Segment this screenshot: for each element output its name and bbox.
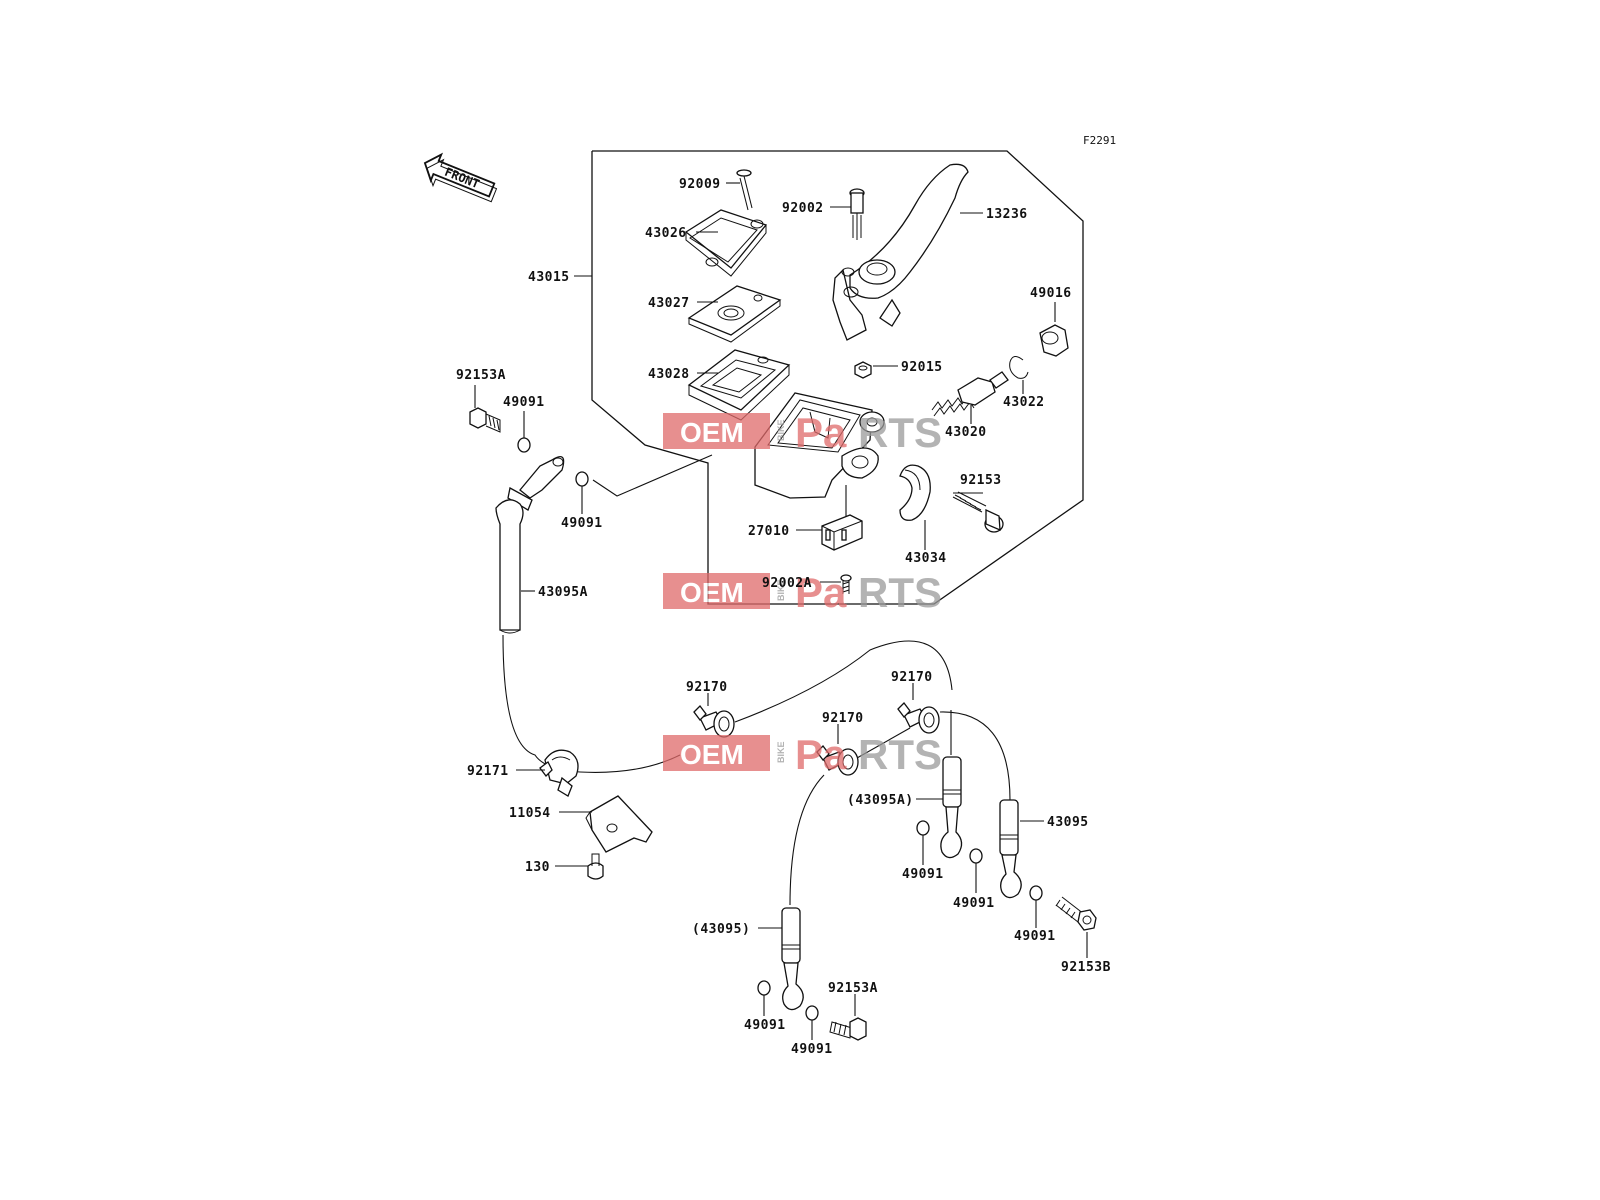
- svg-text:RTS: RTS: [858, 731, 942, 778]
- front-label: FRONT: [443, 165, 482, 192]
- label-92171: 92171: [467, 764, 509, 779]
- figure-code: F2291: [1083, 134, 1116, 147]
- hose-43095-icon: [999, 799, 1022, 899]
- boot-49016-icon: [1039, 324, 1069, 357]
- svg-text:Pa: Pa: [795, 569, 847, 616]
- label-13236: 13236: [986, 207, 1028, 222]
- washer-49091-e-icon: [1029, 885, 1043, 901]
- label-92153A-top: 92153A: [456, 368, 506, 383]
- svg-text:Pa: Pa: [795, 409, 847, 456]
- bracket-11054-icon: [585, 795, 653, 853]
- bolt-130-icon: [587, 853, 604, 880]
- assembly-outline: [591, 150, 1084, 605]
- label-92153: 92153: [960, 473, 1002, 488]
- diaphragm-43028-icon: [687, 349, 791, 421]
- label-130: 130: [525, 860, 550, 875]
- leader-lines: [474, 182, 1088, 1040]
- piston-spring-43020-icon: [931, 371, 1009, 417]
- label-49091-e: 49091: [1014, 929, 1056, 944]
- washer-49091-b-icon: [575, 471, 589, 487]
- label-43026: 43026: [645, 226, 687, 241]
- bolt-92153-icon: [952, 491, 1004, 533]
- label-43095A: 43095A: [538, 585, 588, 600]
- joint-92171-icon: [539, 749, 579, 797]
- label-92170-c: 92170: [822, 711, 864, 726]
- svg-text:RTS: RTS: [858, 409, 942, 456]
- label-92002A: 92002A: [762, 576, 812, 591]
- watermark-1: OEM BIKE Pa RTS: [663, 409, 942, 456]
- label-49091-g: 49091: [791, 1042, 833, 1057]
- label-92015: 92015: [901, 360, 943, 375]
- label-49091-b: 49091: [561, 516, 603, 531]
- svg-text:BIKE: BIKE: [776, 419, 786, 441]
- pivot-bolt-92002-icon: [849, 188, 865, 240]
- watermark-3: OEM BIKE Pa RTS: [663, 731, 942, 778]
- reservoir-cap-43026-icon: [684, 209, 768, 277]
- label-27010: 27010: [748, 524, 790, 539]
- label-43095A-ref: (43095A): [847, 793, 914, 808]
- leader-hose-to-cylinder: [592, 454, 713, 497]
- plate-43027-icon: [687, 285, 782, 343]
- label-43022: 43022: [1003, 395, 1045, 410]
- washer-49091-a-icon: [517, 437, 531, 453]
- svg-text:BIKE: BIKE: [776, 741, 786, 763]
- circlip-43022-icon: [1009, 356, 1029, 379]
- label-92170-a: 92170: [686, 680, 728, 695]
- fitting-92170-c-icon: [816, 745, 859, 776]
- label-43095: 43095: [1047, 815, 1089, 830]
- hose-43095A-icon: [495, 456, 565, 634]
- brake-lever-13236-icon: [832, 163, 969, 341]
- label-43020: 43020: [945, 425, 987, 440]
- label-43027: 43027: [648, 296, 690, 311]
- brake-switch-27010-icon: [821, 514, 863, 551]
- bolt-92153A-bottom-icon: [829, 1017, 867, 1041]
- part-labels: 92009 43026 43015 43027 43028 92002 1323…: [456, 177, 1111, 1057]
- clamp-43034-icon: [899, 464, 931, 521]
- label-92009: 92009: [679, 177, 721, 192]
- hose-43095A-ref-icon: [940, 756, 963, 859]
- label-92002: 92002: [782, 201, 824, 216]
- bolt-92153A-top-icon: [469, 407, 501, 433]
- svg-text:OEM: OEM: [680, 739, 744, 770]
- washer-49091-g-icon: [805, 1005, 819, 1021]
- label-49091-c: 49091: [902, 867, 944, 882]
- washer-49091-c-icon: [916, 820, 930, 836]
- master-cylinder-body-icon: [754, 392, 885, 499]
- label-49091-a: 49091: [503, 395, 545, 410]
- svg-text:BIKE: BIKE: [776, 579, 786, 601]
- svg-text:Pa: Pa: [795, 731, 847, 778]
- label-49016: 49016: [1030, 286, 1072, 301]
- label-43034: 43034: [905, 551, 947, 566]
- watermark-2: OEM BIKE Pa RTS: [663, 569, 942, 616]
- label-92170-b: 92170: [891, 670, 933, 685]
- svg-text:OEM: OEM: [680, 417, 744, 448]
- label-43095-ref: (43095): [692, 922, 750, 937]
- label-92153B: 92153B: [1061, 960, 1111, 975]
- label-49091-d: 49091: [953, 896, 995, 911]
- hose-43095-ref-icon: [781, 907, 804, 1011]
- label-49091-f: 49091: [744, 1018, 786, 1033]
- washer-49091-f-icon: [757, 980, 771, 996]
- svg-text:RTS: RTS: [858, 569, 942, 616]
- label-11054: 11054: [509, 806, 551, 821]
- screw-92002A-icon: [840, 574, 852, 594]
- label-43028: 43028: [648, 367, 690, 382]
- bolt-92153B-icon: [1055, 896, 1097, 931]
- nut-92015-icon: [854, 361, 872, 379]
- fitting-92170-b-icon: [897, 702, 940, 734]
- label-92153A-bottom: 92153A: [828, 981, 878, 996]
- fitting-92170-a-icon: [693, 705, 735, 738]
- svg-text:OEM: OEM: [680, 577, 744, 608]
- label-43015: 43015: [528, 270, 570, 285]
- front-arrow-icon: FRONT: [423, 152, 498, 203]
- screw-92009-icon: [736, 169, 753, 211]
- washer-49091-d-icon: [969, 848, 983, 864]
